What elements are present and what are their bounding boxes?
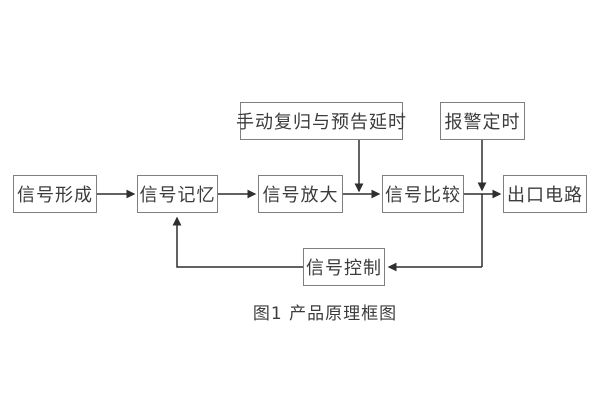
node-signal-memory: 信号记忆 <box>137 175 218 213</box>
node-label: 信号记忆 <box>139 185 216 206</box>
node-signal-compare: 信号比较 <box>382 175 464 213</box>
node-label: 信号比较 <box>385 185 461 206</box>
node-label: 信号形成 <box>17 185 93 206</box>
figure-caption: 图1 产品原理框图 <box>252 304 398 324</box>
node-signal-control: 信号控制 <box>303 248 385 286</box>
node-signal-form: 信号形成 <box>13 175 97 213</box>
node-signal-amplify: 信号放大 <box>258 175 343 213</box>
node-manual-reset-delay: 手动复归与预告延时 <box>236 102 406 140</box>
node-outlet-circuit: 出口电路 <box>503 175 587 213</box>
node-label: 报警定时 <box>444 112 521 133</box>
node-alarm-timing: 报警定时 <box>440 102 525 140</box>
node-label: 出口电路 <box>507 185 583 206</box>
node-label: 信号放大 <box>262 185 339 206</box>
node-label: 手动复归与预告延时 <box>236 112 407 133</box>
node-label: 信号控制 <box>306 258 382 279</box>
edge-control-to-memory-feedback <box>172 216 303 268</box>
